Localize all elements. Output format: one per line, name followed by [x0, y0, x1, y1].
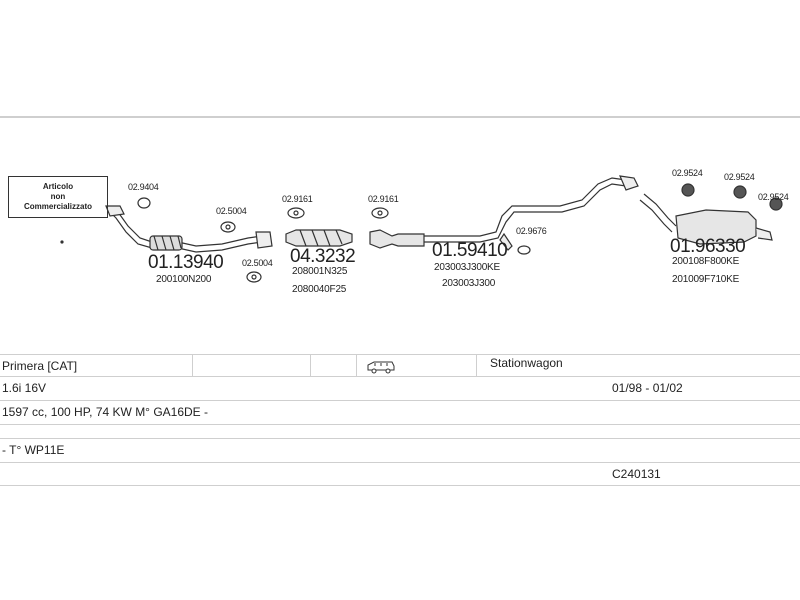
oe-ref-201009F710KE: 201009F710KE: [672, 274, 740, 285]
part-code-029676[interactable]: 02.9676: [516, 226, 547, 236]
part-code-0196330[interactable]: 01.96330: [670, 236, 746, 257]
catalyst: [285, 229, 353, 247]
gasket-025004-b: [246, 271, 262, 283]
production-years: 01/98 - 01/02: [612, 381, 683, 395]
part-code-029161-b[interactable]: 02.9161: [368, 194, 399, 204]
oe-ref-2080040F25: 2080040F25: [292, 284, 347, 295]
table-row: [0, 424, 800, 447]
part-code-025004-a[interactable]: 02.5004: [216, 206, 247, 216]
part-code-0159410[interactable]: 01.59410: [432, 240, 508, 261]
part-code-025004-b[interactable]: 02.5004: [242, 258, 273, 268]
gasket-029524-b: [733, 185, 747, 199]
table-row: 1.6i 16V 01/98 - 01/02: [0, 376, 800, 399]
gasket-029524-c: [769, 197, 783, 211]
table-row: - T° WP11E: [0, 438, 800, 461]
part-code-0113940[interactable]: 01.13940: [148, 252, 224, 273]
center-pipe: [369, 229, 425, 249]
gasket-029404: [137, 197, 151, 209]
part-code-029524-a[interactable]: 02.9524: [672, 168, 703, 178]
oe-ref-200100N200: 200100N200: [156, 274, 212, 285]
table-row: 1597 cc, 100 HP, 74 KW M° GA16DE -: [0, 400, 800, 423]
gasket-029161-b: [371, 207, 389, 219]
part-code-043232[interactable]: 04.3232: [290, 246, 356, 267]
table-row: C240131: [0, 462, 800, 486]
part-code-029161-a[interactable]: 02.9161: [282, 194, 313, 204]
body-type: Stationwagon: [490, 356, 563, 370]
notice-line-3: Commercializzato: [23, 202, 93, 211]
gasket-025004-a: [220, 221, 236, 233]
oe-ref-200108F800KE: 200108F800KE: [672, 256, 740, 267]
model-name: Primera [CAT]: [2, 359, 78, 373]
oe-ref-208001N325: 208001N325: [292, 266, 348, 277]
part-code-029524-c[interactable]: 02.9524: [758, 192, 789, 202]
car-wagon-icon: [366, 355, 396, 377]
gasket-029676: [517, 245, 531, 255]
notice-line-2: non: [50, 192, 66, 201]
oe-ref-203003J300KE: 203003J300KE: [434, 262, 500, 273]
exhaust-drawing: [60, 175, 783, 283]
notice-line-1: Articolo: [42, 182, 74, 191]
exhaust-diagram: Articolo non Commercializzato 02.9404 02…: [0, 150, 800, 350]
rear-pipe: [643, 193, 677, 227]
gasket-029524-a: [681, 183, 695, 197]
engine-spec: 1597 cc, 100 HP, 74 KW M° GA16DE -: [2, 405, 209, 419]
table-row: Primera [CAT] Stationwagon: [0, 354, 800, 377]
oe-ref-203003J300: 203003J300: [442, 278, 496, 289]
top-divider: [0, 116, 800, 118]
not-commercialized-notice: Articolo non Commercializzato: [8, 176, 108, 218]
engine-name: 1.6i 16V: [2, 381, 47, 395]
part-code-029524-b[interactable]: 02.9524: [724, 172, 755, 182]
catalog-code: C240131: [612, 467, 661, 481]
gasket-029161-a: [287, 207, 305, 219]
rear-muffler: [675, 209, 757, 245]
part-code-029404[interactable]: 02.9404: [128, 182, 159, 192]
type-code: - T° WP11E: [2, 443, 65, 457]
